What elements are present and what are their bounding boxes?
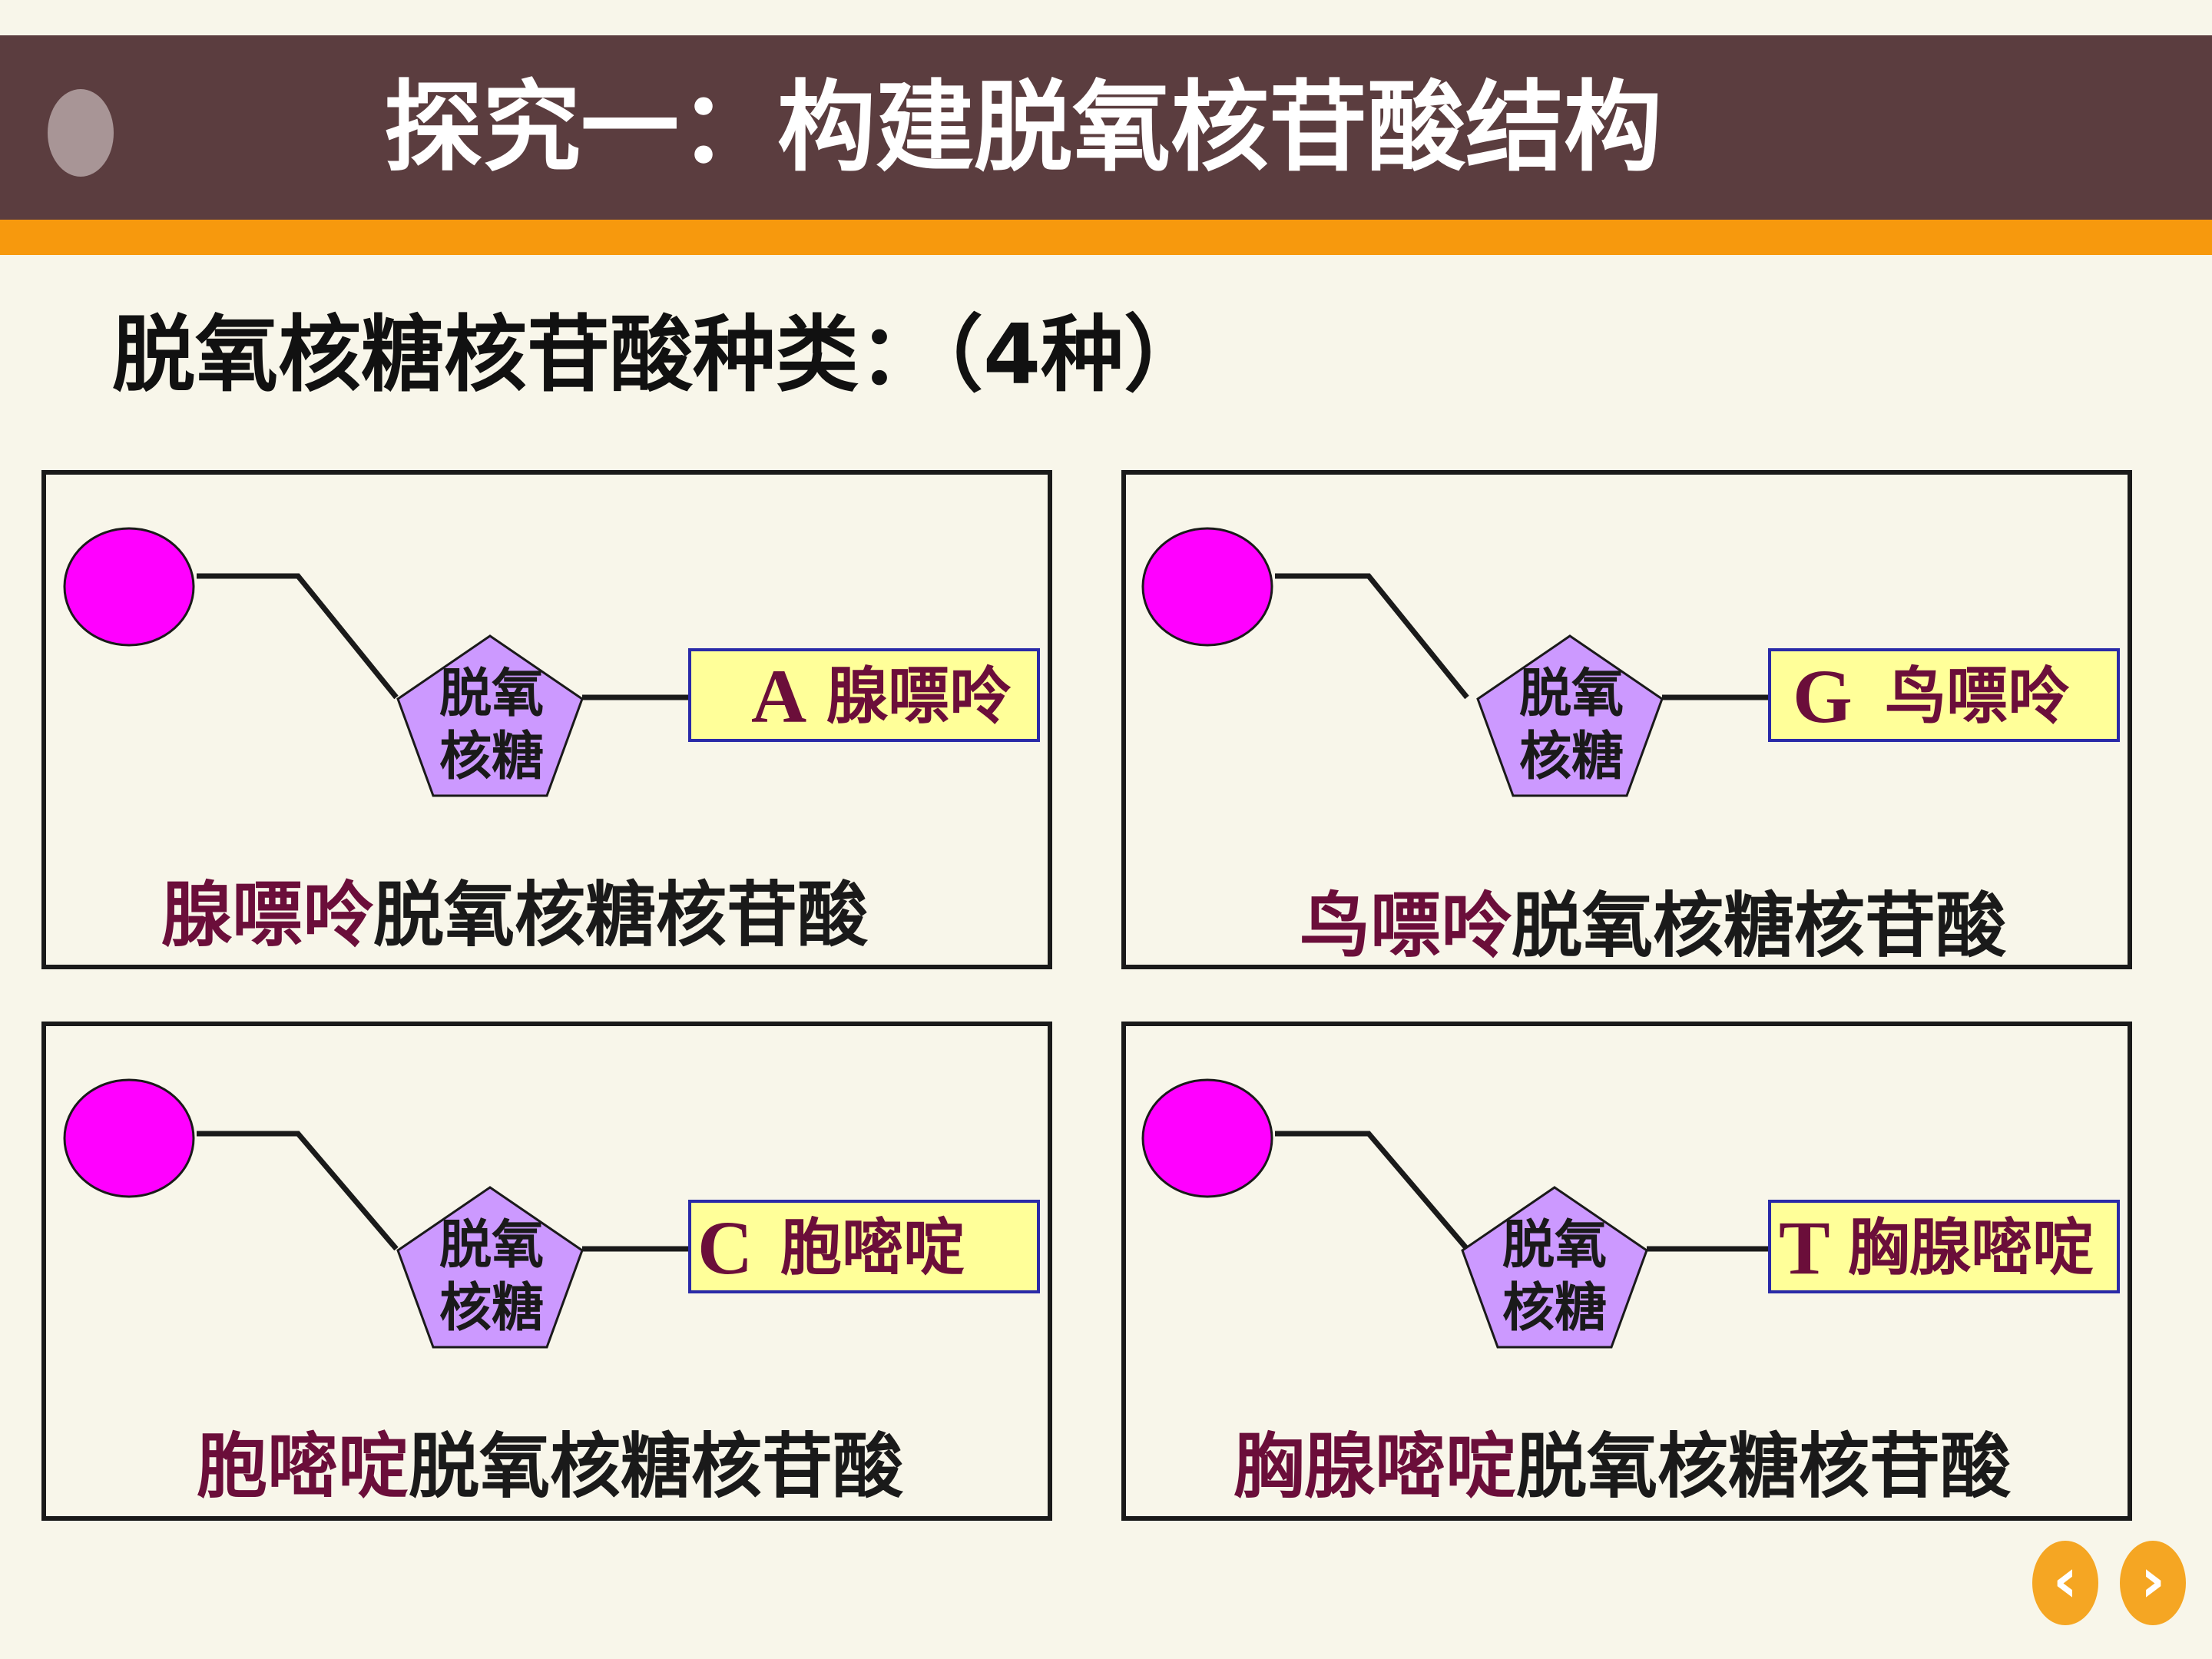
base-name: 胸腺嘧啶	[1848, 1212, 2094, 1283]
phosphate-sugar-bond	[197, 1131, 399, 1251]
slide-title: 探究一：构建脱氧核苷酸结构	[384, 71, 1663, 185]
caption-rest: 脱氧核糖核苷酸	[1516, 1426, 2012, 1508]
deoxyribose-pentagon	[396, 634, 584, 797]
caption-rest: 脱氧核糖核苷酸	[409, 1426, 904, 1508]
chevron-right-icon: ›	[2140, 1545, 2166, 1616]
deoxyribose-pentagon	[1461, 1186, 1648, 1349]
nucleotide-diagram: 脱氧 核糖	[1141, 1078, 1768, 1349]
sugar-label-line2: 核糖	[1519, 727, 1624, 787]
phosphate-circle	[63, 527, 195, 647]
prev-slide-button[interactable]: ‹	[2032, 1541, 2098, 1625]
nucleotide-caption: 腺嘌呤脱氧核糖核苷酸	[161, 869, 868, 962]
header-bullet-dot	[48, 89, 114, 177]
caption-base: 鸟嘌呤	[1300, 885, 1512, 967]
sugar-label-line1: 脱氧	[439, 664, 544, 724]
phosphate-sugar-bond	[1275, 1131, 1469, 1251]
sugar-label-line2: 核糖	[439, 727, 544, 787]
section-subtitle: 脱氧核糖核苷酸种类：（4种）	[112, 307, 1207, 403]
header-bar	[0, 35, 2212, 220]
phosphate-circle	[1141, 1078, 1273, 1198]
base-box: C 胞嘧啶	[688, 1200, 1040, 1293]
phosphate-circle	[1141, 527, 1273, 647]
nucleotide-diagram: 脱氧 核糖	[63, 1078, 688, 1349]
phosphate-sugar-bond	[197, 573, 399, 700]
sugar-label-line1: 脱氧	[439, 1215, 544, 1276]
caption-rest: 脱氧核糖核苷酸	[373, 874, 869, 956]
phosphate-sugar-bond	[1275, 573, 1469, 700]
caption-base: 胞嘧啶	[197, 1426, 409, 1508]
sugar-label-line1: 脱氧	[1502, 1215, 1607, 1276]
caption-rest: 脱氧核糖核苷酸	[1512, 885, 2007, 967]
deoxyribose-pentagon	[396, 1186, 584, 1349]
chevron-left-icon: ‹	[2052, 1545, 2078, 1616]
nucleotide-panel-thymine: 脱氧 核糖 T 胸腺嘧啶 胸腺嘧啶脱氧核糖核苷酸	[1121, 1022, 2132, 1521]
base-name: 胞嘧啶	[780, 1212, 965, 1283]
base-letter: C	[697, 1205, 753, 1290]
base-letter: G	[1793, 654, 1853, 739]
caption-base: 胸腺嘧啶	[1233, 1426, 1517, 1508]
sugar-label-line1: 脱氧	[1519, 664, 1624, 724]
next-slide-button[interactable]: ›	[2120, 1541, 2186, 1625]
base-box: G 鸟嘌呤	[1768, 648, 2120, 742]
base-letter: A	[751, 654, 807, 739]
base-name: 鸟嘌呤	[1885, 661, 2069, 732]
phosphate-circle	[63, 1078, 195, 1198]
nucleotide-panel-cytosine: 脱氧 核糖 C 胞嘧啶 胞嘧啶脱氧核糖核苷酸	[41, 1022, 1052, 1521]
caption-base: 腺嘌呤	[161, 874, 374, 956]
base-box: A 腺嘌呤	[688, 648, 1040, 742]
deoxyribose-pentagon	[1476, 634, 1664, 797]
nucleotide-diagram: 脱氧 核糖	[1141, 527, 1768, 797]
sugar-label-line2: 核糖	[1502, 1278, 1607, 1339]
base-name: 腺嘌呤	[826, 661, 1011, 732]
nucleotide-caption: 胞嘧啶脱氧核糖核苷酸	[197, 1421, 903, 1513]
nucleotide-caption: 鸟嘌呤脱氧核糖核苷酸	[1300, 880, 2006, 972]
nucleotide-panel-guanine: 脱氧 核糖 G 鸟嘌呤 鸟嘌呤脱氧核糖核苷酸	[1121, 470, 2132, 969]
base-box: T 胸腺嘧啶	[1768, 1200, 2120, 1293]
header-accent-stripe	[0, 220, 2212, 255]
nucleotide-caption: 胸腺嘧啶脱氧核糖核苷酸	[1233, 1421, 2011, 1513]
nucleotide-panel-adenine: 脱氧 核糖 A 腺嘌呤 腺嘌呤脱氧核糖核苷酸	[41, 470, 1052, 969]
base-letter: T	[1779, 1205, 1830, 1290]
nucleotide-diagram: 脱氧 核糖	[63, 527, 688, 797]
sugar-label-line2: 核糖	[439, 1278, 544, 1339]
